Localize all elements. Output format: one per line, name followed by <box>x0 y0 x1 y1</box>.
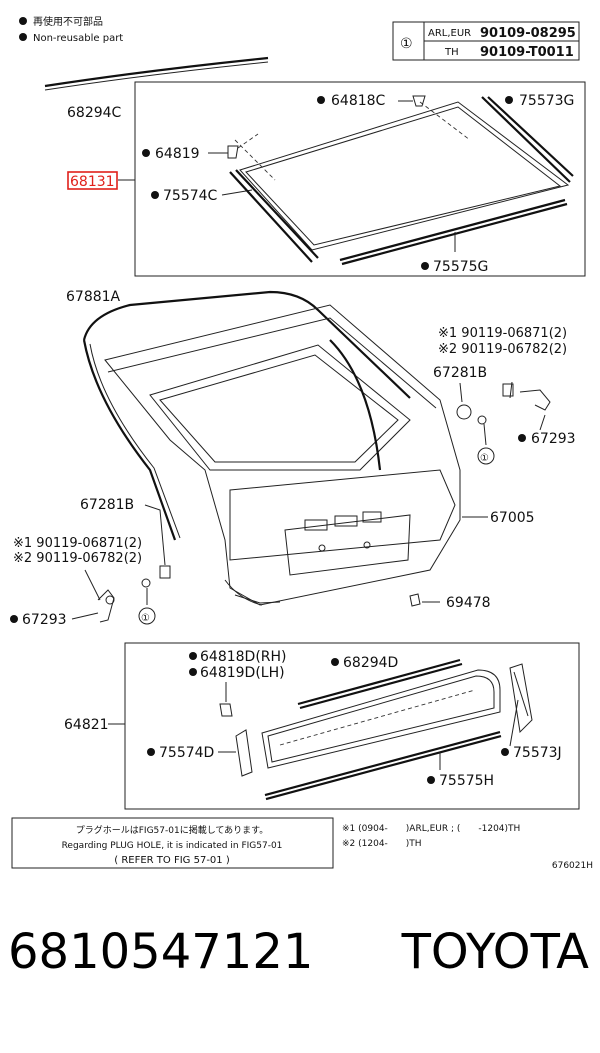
ref-table-part-2: 90109-T0011 <box>480 45 574 60</box>
notice-jp: プラグホールはFIG57-01に掲載してあります。 <box>76 824 269 836</box>
notice-box: プラグホールはFIG57-01に掲載してあります。 Regarding PLUG… <box>11 817 334 869</box>
label-67293-right: 67293 <box>531 431 576 447</box>
label-75575G: 75575G <box>433 259 488 275</box>
label-75575H: 75575H <box>439 773 494 789</box>
legend-jp: 再使用不可部品 <box>33 15 103 28</box>
label-67005: 67005 <box>490 510 535 526</box>
ref-table: ① ARL,EUR 90109-08295 TH 90109-T0011 <box>392 21 580 61</box>
label-64821: 64821 <box>64 717 109 733</box>
label-67293-left: 67293 <box>22 612 67 628</box>
label-64819: 64819 <box>155 146 200 162</box>
label-67281B-left: 67281B <box>80 497 134 513</box>
legend-bullet-icon <box>19 33 27 41</box>
circle-ref-left: ① <box>141 613 150 624</box>
note2-right: ※2 90119-06782(2) <box>438 342 567 357</box>
label-75573J: 75573J <box>513 745 562 761</box>
highlight-box-68131 <box>67 171 118 190</box>
glass-top <box>234 101 570 251</box>
label-64818D: 64818D(RH) <box>200 649 287 665</box>
label-67281B-right: 67281B <box>433 365 487 381</box>
top-group-frame <box>134 81 586 277</box>
label-75573G: 75573G <box>519 93 574 109</box>
ref-table-region-2: TH <box>444 47 459 58</box>
back-door-body <box>82 290 461 606</box>
part-number: 6810547121 <box>8 924 313 980</box>
figure-code: 676021H <box>552 861 593 871</box>
label-75574C: 75574C <box>163 188 218 204</box>
label-67881A: 67881A <box>66 289 121 305</box>
note2-left: ※2 90119-06782(2) <box>13 551 142 566</box>
brand-name: TOYOTA <box>401 924 590 980</box>
ref-table-symbol: ① <box>400 36 413 52</box>
footnote-1: ※1 (0904- )ARL,EUR ; ( -1204)TH <box>342 824 520 834</box>
label-64819D: 64819D(LH) <box>200 665 285 681</box>
legend: 再使用不可部品 Non-reusable part <box>19 15 123 44</box>
note1-left: ※1 90119-06871(2) <box>13 536 142 551</box>
note1-right: ※1 90119-06871(2) <box>438 326 567 341</box>
footnote-2: ※2 (1204- )TH <box>342 839 422 849</box>
notice-ref: ( REFER TO FIG 57-01 ) <box>114 855 230 866</box>
label-68294D: 68294D <box>343 655 398 671</box>
ref-table-part-1: 90109-08295 <box>480 26 576 41</box>
glass-bottom <box>261 669 501 769</box>
bottom-group-frame <box>124 642 580 810</box>
label-69478: 69478 <box>446 595 491 611</box>
ref-table-region-1: ARL,EUR <box>428 28 471 39</box>
label-68294C: 68294C <box>67 105 122 121</box>
label-64818C: 64818C <box>331 93 386 109</box>
circle-ref-right: ① <box>480 453 489 464</box>
part-68294C: 68294C <box>44 56 269 121</box>
legend-bullet-icon <box>19 17 27 25</box>
legend-en: Non-reusable part <box>33 33 123 44</box>
label-68131: 68131 <box>70 174 115 190</box>
notice-en: Regarding PLUG HOLE, it is indicated in … <box>62 841 283 851</box>
label-75574D: 75574D <box>159 745 214 761</box>
